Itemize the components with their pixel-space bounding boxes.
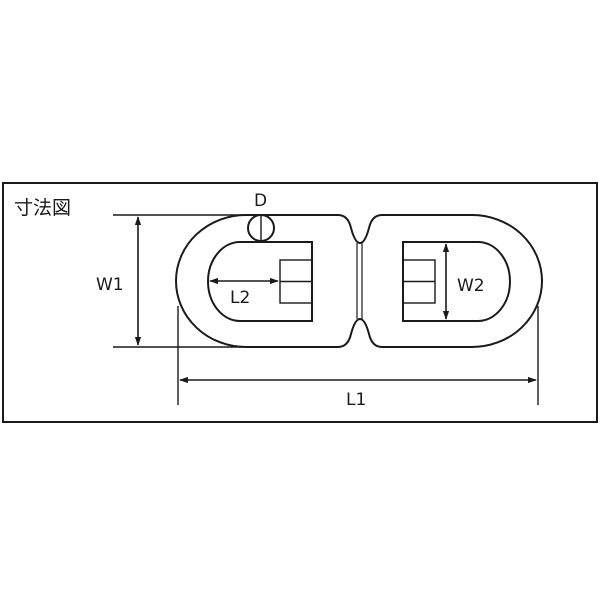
w1-label: W1 — [96, 275, 124, 295]
diagram-frame — [2, 182, 598, 423]
diagram-title: 寸法図 — [14, 197, 71, 219]
d-label: D — [254, 191, 267, 211]
l2-label: L2 — [230, 288, 250, 308]
swivel-outline — [175, 214, 543, 348]
left-inner-opening — [207, 241, 313, 322]
l1-label: L1 — [346, 390, 366, 410]
w2-label: W2 — [457, 276, 485, 296]
right-inner-opening — [402, 241, 511, 322]
